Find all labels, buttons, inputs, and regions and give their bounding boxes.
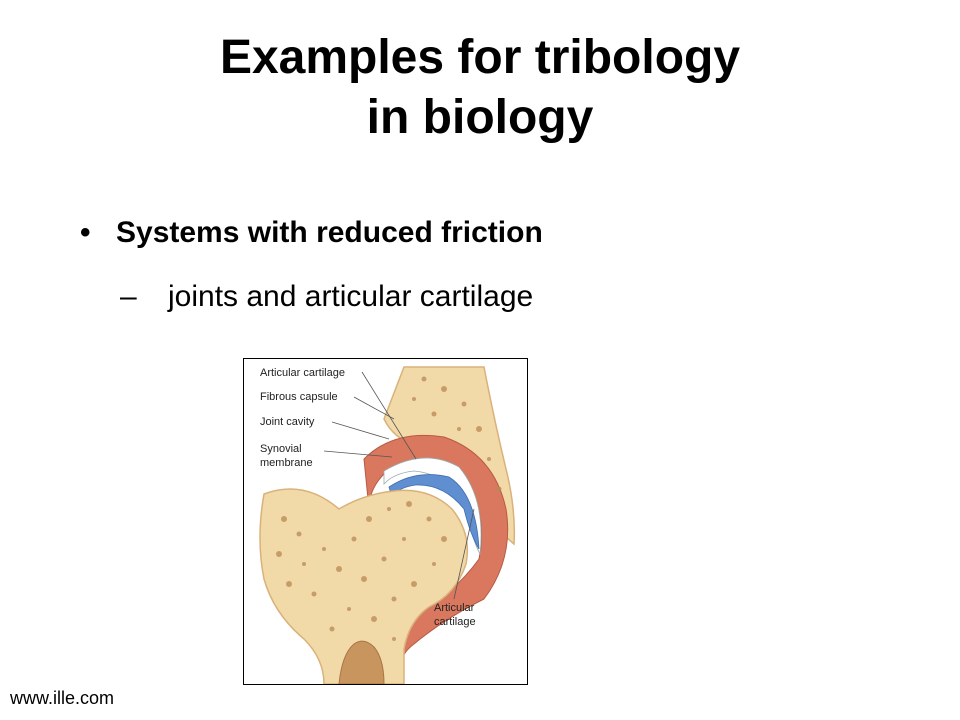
sub-bullet-text: joints and articular cartilage	[168, 280, 534, 313]
sub-bullet-item: – joints and articular cartilage	[120, 280, 533, 314]
hip-joint-diagram: Articular cartilage Fibrous capsule Join…	[243, 358, 528, 685]
slide-title: Examples for tribology in biology	[0, 28, 960, 148]
bullet-text: Systems with reduced friction	[116, 216, 543, 249]
label-fibrous-capsule: Fibrous capsule	[260, 391, 338, 403]
hip-joint-illustration: Articular cartilage Fibrous capsule Join…	[259, 366, 516, 684]
label-joint-cavity: Joint cavity	[260, 416, 315, 428]
femur-bone	[259, 488, 469, 684]
slide-title-line-1: Examples for tribology	[219, 31, 741, 84]
bullet-item: • Systems with reduced friction	[80, 216, 543, 250]
articular-cartilage-layer	[388, 474, 480, 550]
spongy-bone-texture	[276, 376, 502, 641]
source-credit: www.ille.com	[10, 688, 115, 708]
sub-bullet-marker: –	[120, 280, 137, 313]
slide-title-line-2: in biology	[366, 91, 594, 144]
label-articular-cartilage-top: Articular cartilage	[260, 367, 345, 379]
label-articular-bottom-line-1: Articular	[434, 602, 475, 614]
label-synovial-line-1: Synovial	[260, 443, 302, 455]
leader-lines	[323, 371, 475, 600]
label-articular-bottom-line-2: cartilage	[434, 616, 476, 628]
bullet-marker: •	[80, 216, 91, 249]
marrow-cavity	[338, 640, 385, 684]
label-synovial-line-2: membrane	[260, 457, 313, 469]
